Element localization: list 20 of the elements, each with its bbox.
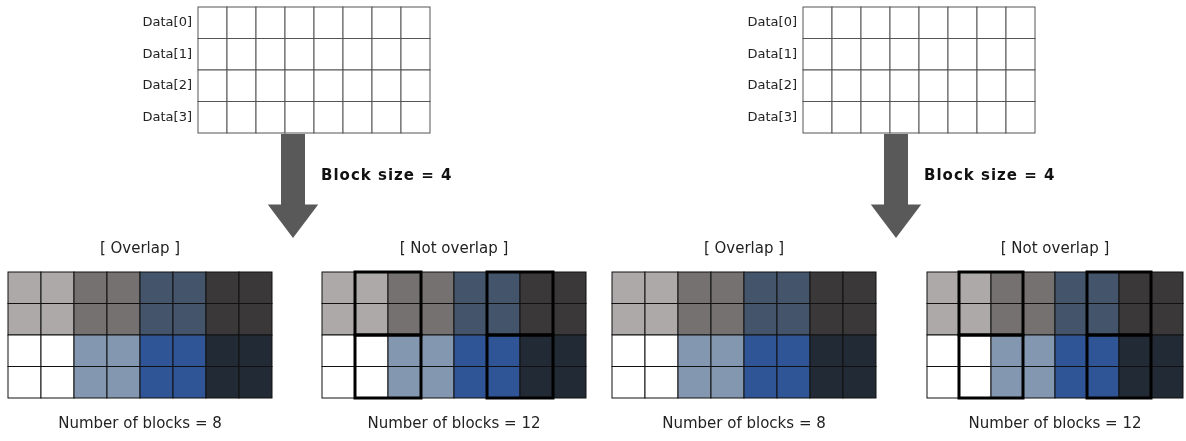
grid-heading: [ Overlap ] (99, 239, 181, 257)
edge-label: Block size = 4 (321, 166, 453, 184)
block-arrow (872, 134, 920, 238)
row-label: Data[3] (142, 108, 192, 124)
row-label: Data[0] (142, 14, 192, 29)
row-label: Data[2] (142, 77, 192, 92)
block-arrow (269, 134, 317, 238)
block-count-caption: Number of blocks = 8 (58, 414, 222, 432)
block-count-caption: Number of blocks = 12 (367, 414, 541, 432)
grid-heading: [ Not overlap ] (1000, 239, 1110, 257)
grid-heading: [ Not overlap ] (399, 239, 509, 257)
grid-heading: [ Overlap ] (703, 239, 785, 257)
row-label: Data[1] (747, 45, 797, 61)
row-label: Data[2] (747, 77, 797, 92)
row-label: Data[3] (747, 108, 797, 124)
block-count-caption: Number of blocks = 12 (968, 414, 1142, 432)
row-label: Data[1] (142, 45, 192, 61)
block-count-caption: Number of blocks = 8 (662, 414, 826, 432)
edge-label: Block size = 4 (924, 166, 1056, 184)
row-label: Data[0] (747, 14, 797, 29)
